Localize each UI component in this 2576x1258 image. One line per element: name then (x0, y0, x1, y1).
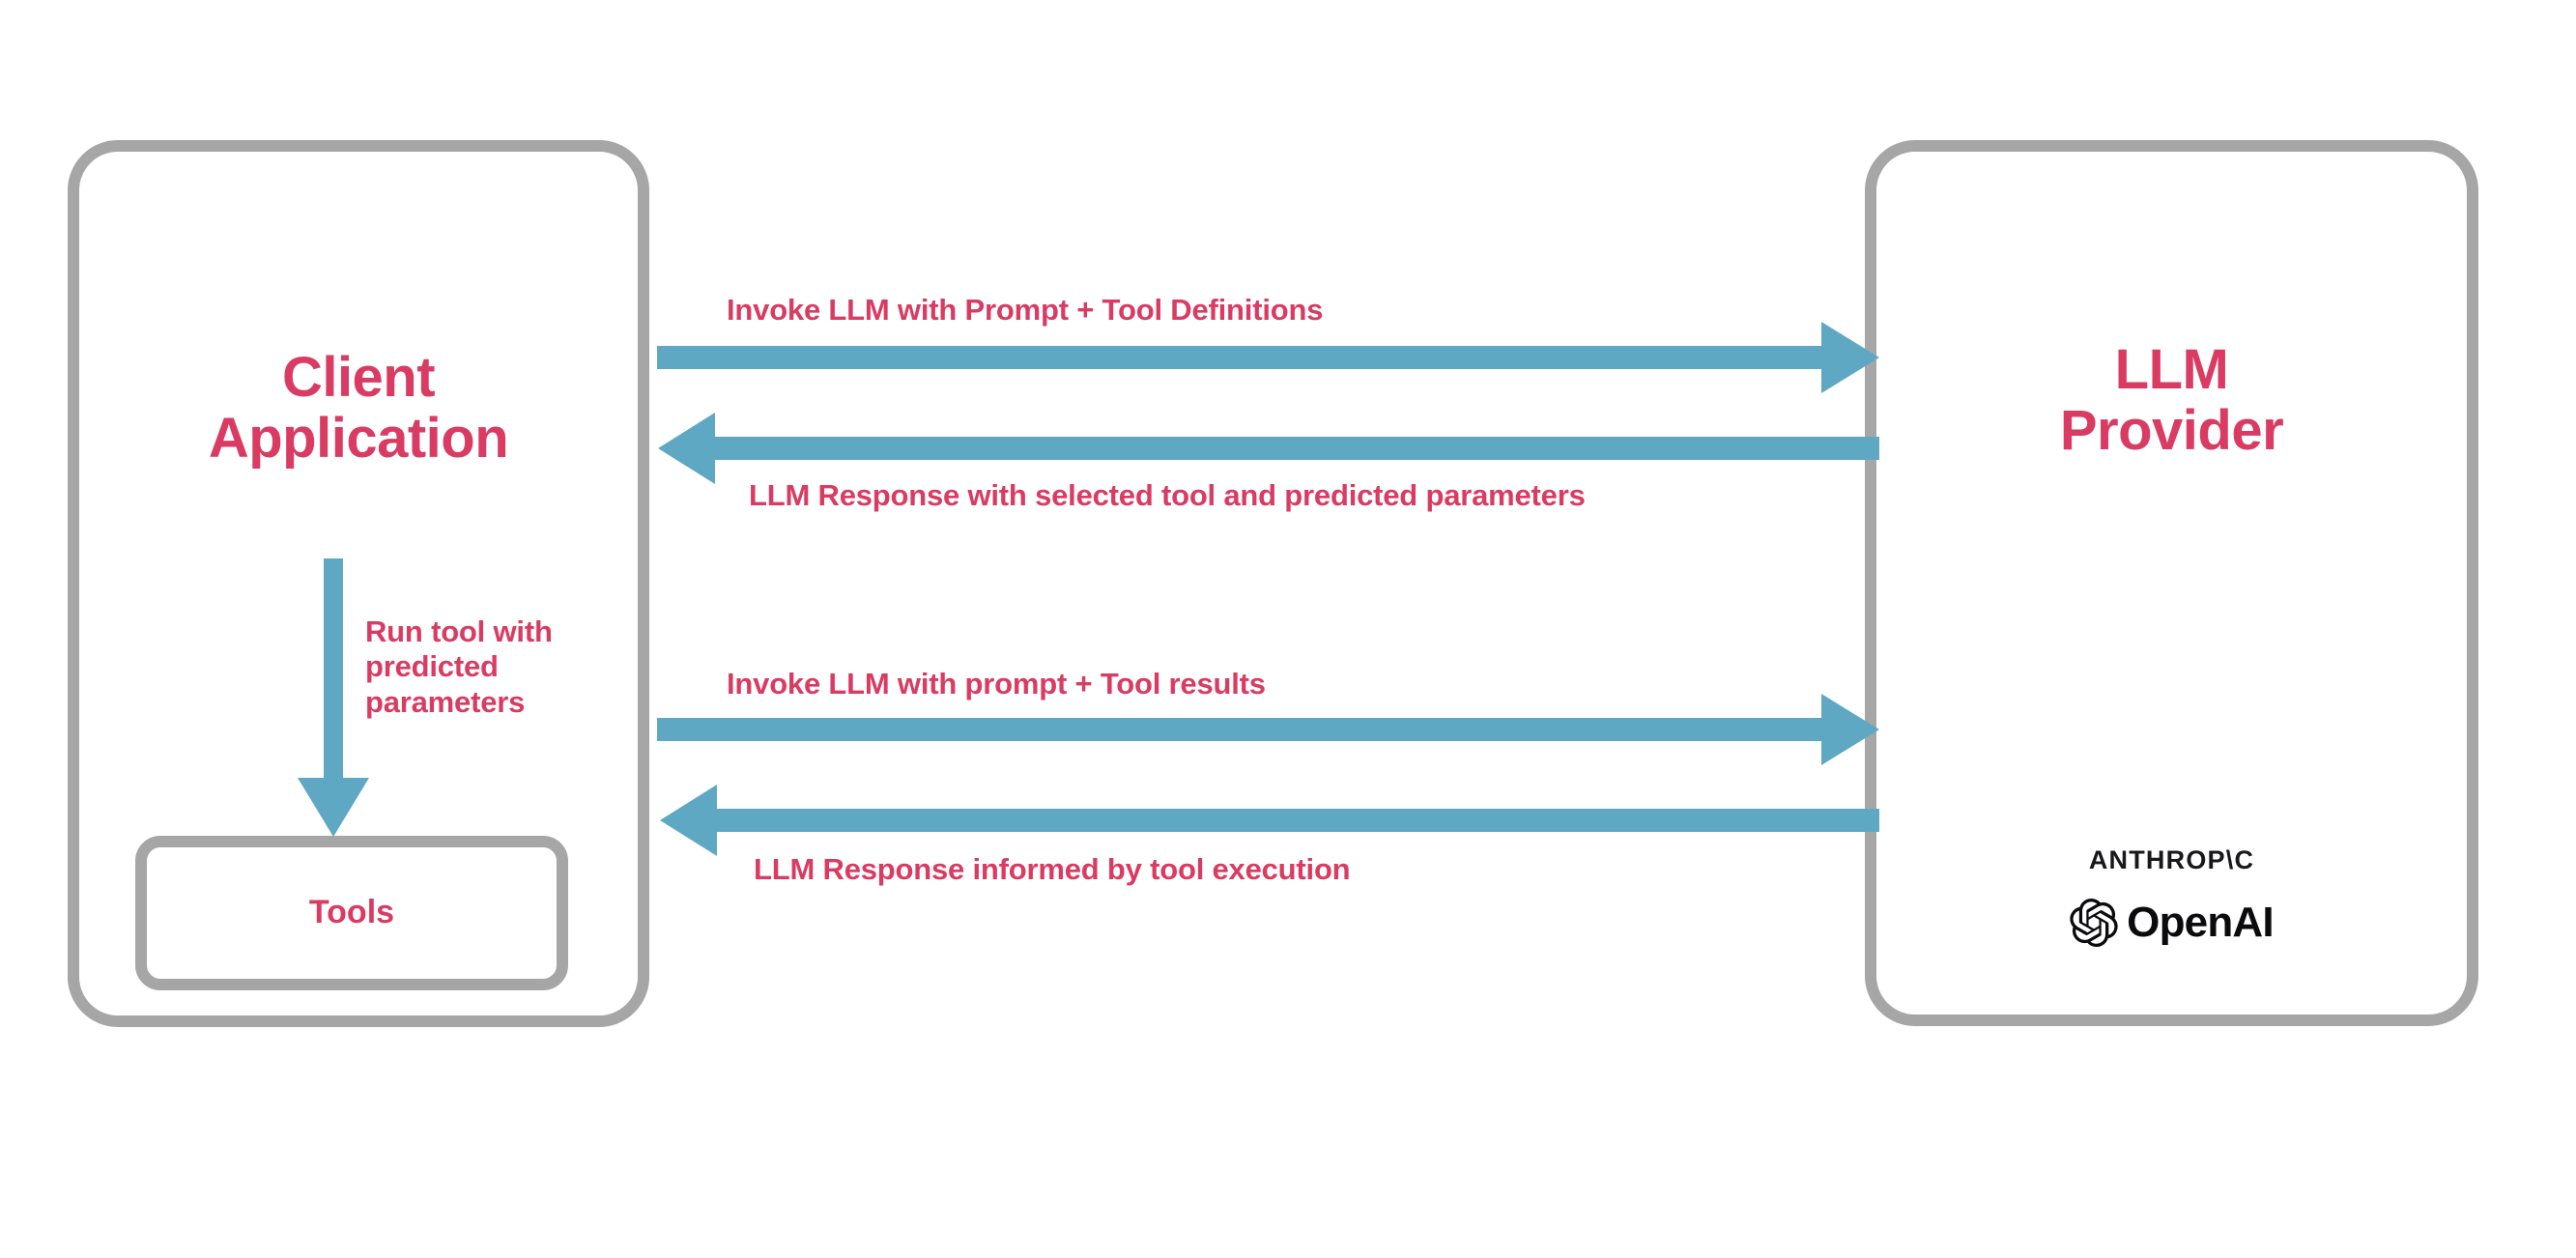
arrow-invoke-llm-with-prompt-and-tool-results (657, 694, 1879, 765)
openai-wordmark: OpenAI (2127, 899, 2274, 946)
tools-box (135, 836, 568, 990)
tools-label: Tools (308, 894, 395, 930)
arrow-label-invoke-llm-with-prompt-and-tool-definitions: Invoke LLM with Prompt + Tool Definition… (727, 293, 1324, 327)
arrow-llm-response-informed-by-tool-execution (660, 785, 1879, 856)
llm-provider-box (1865, 140, 2478, 1026)
arrow-label-run-tool-with-predicted-parameters: Run tool with predicted parameters (365, 615, 553, 719)
openai-knot-icon (2070, 899, 2118, 947)
arrow-invoke-llm-with-prompt-and-tool-definitions (657, 322, 1879, 393)
arrow-label-llm-response-informed-by-tool-execution: LLM Response informed by tool execution (754, 852, 1351, 886)
openai-logo: OpenAI (1865, 899, 2478, 947)
anthropic-logo: ANTHROP\C (2088, 845, 2255, 874)
llm-provider-title: LLM Provider (2059, 338, 2284, 462)
client-application-title: Client Application (208, 346, 509, 470)
arrow-label-invoke-llm-with-prompt-and-tool-results: Invoke LLM with prompt + Tool results (727, 667, 1266, 700)
arrow-llm-response-with-selected-tool (658, 413, 1879, 484)
arrow-label-llm-response-with-selected-tool: LLM Response with selected tool and pred… (749, 478, 1586, 512)
